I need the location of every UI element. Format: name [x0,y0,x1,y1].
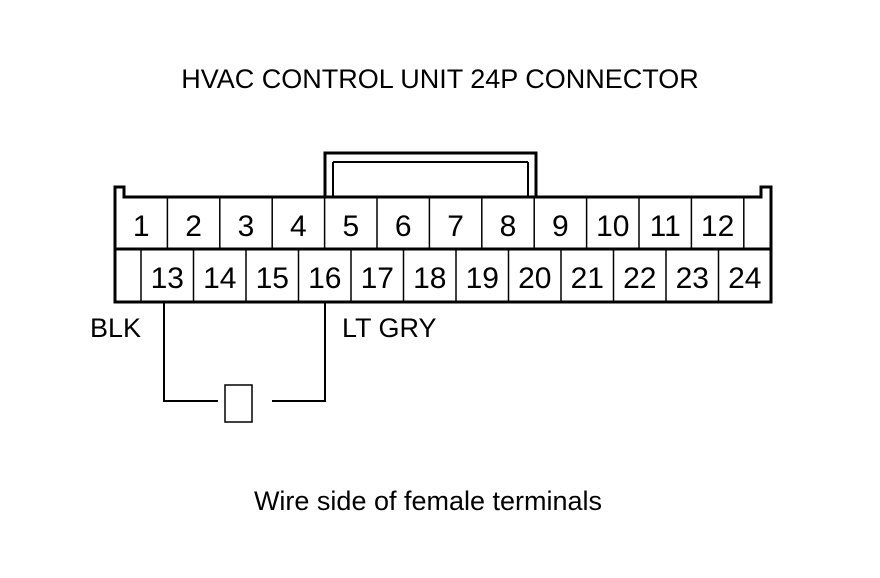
pin-label-23: 23 [676,262,709,295]
pin-label-8: 8 [500,210,517,243]
pin-label-4: 4 [290,210,307,243]
pin-label-12: 12 [701,210,734,243]
pin-label-22: 22 [623,262,656,295]
pin-label-2: 2 [185,210,202,243]
pin-label-9: 9 [552,210,569,243]
wire-lt-gry [272,302,326,402]
pin-label-24: 24 [728,262,761,295]
locking-tab [323,151,538,197]
wire-blk [163,302,218,402]
cavity-dividers [140,197,745,302]
jumper-component [224,384,253,423]
pin-label-21: 21 [571,262,604,295]
pin-label-14: 14 [203,262,236,295]
pin-label-7: 7 [447,210,464,243]
pin-label-16: 16 [308,262,341,295]
connector-housing [113,185,773,304]
pin-label-20: 20 [518,262,551,295]
pin-label-18: 18 [413,262,446,295]
pin-label-3: 3 [238,210,255,243]
diagram-caption: Wire side of female terminals [253,486,603,516]
pin-label-13: 13 [151,262,184,295]
wire-label-lt-gry: LT GRY [342,313,437,343]
pin-label-15: 15 [256,262,289,295]
pin-label-10: 10 [596,210,629,243]
pin-label-6: 6 [395,210,412,243]
wire-label-blk: BLK [90,313,142,343]
pin-label-19: 19 [466,262,499,295]
pin-label-1: 1 [133,210,150,243]
pin-label-11: 11 [650,210,681,243]
pin-label-5: 5 [342,210,359,243]
diagram-title: HVAC CONTROL UNIT 24P CONNECTOR [181,64,699,94]
pin-label-17: 17 [361,262,394,295]
